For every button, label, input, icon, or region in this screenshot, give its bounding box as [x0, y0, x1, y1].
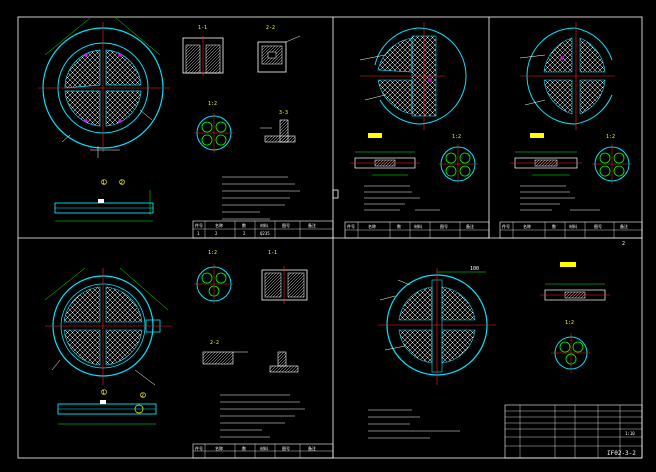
title-cell: 材料 — [260, 445, 268, 451]
round-plate-view — [44, 267, 172, 386]
title-cell: 件号 — [195, 445, 203, 451]
section-label: 2-2 — [266, 25, 275, 31]
title-cell: 图号 — [282, 445, 290, 451]
side-elevation-strip: 1 2 — [54, 179, 154, 222]
section-1-2-view: 1:2 — [551, 320, 591, 373]
page-marker: 2 — [622, 241, 625, 247]
technical-notes — [368, 409, 460, 439]
section-1-2-view: 1:2 — [194, 101, 234, 153]
title-cell: 材料 — [260, 222, 268, 228]
title-block: 件号 名称 数 材料 图号 备注 1 2 2 Q235 — [192, 220, 334, 239]
section-label: 1-1 — [198, 25, 207, 31]
section-view-strip — [350, 133, 420, 176]
technical-notes — [220, 394, 305, 438]
title-cell: 1 — [197, 231, 200, 236]
section-2-2-view: 2-2 — [257, 25, 301, 73]
balloon-2: 2 — [141, 393, 144, 399]
section-1-1-view: 1-1 — [182, 25, 224, 76]
technical-notes — [520, 185, 600, 211]
technical-notes — [364, 185, 440, 211]
title-cell: 件号 — [347, 223, 355, 229]
title-cell: 数 — [397, 223, 401, 229]
title-cell: 2 — [243, 231, 246, 236]
half-plate-view — [519, 22, 615, 130]
section-label: 1:2 — [208, 101, 217, 107]
section-label: 1:2 — [452, 134, 461, 140]
title-block: 件号 名称 数 材料 图号 备注 — [499, 221, 643, 239]
section-view-strip — [540, 262, 610, 301]
title-cell: 件号 — [502, 223, 510, 229]
title-block: 件号 名称 数 材料 图号 备注 — [344, 221, 490, 239]
balloon-2: 2 — [120, 180, 123, 186]
balloon-1: 1 — [102, 180, 105, 186]
technical-notes — [222, 176, 300, 220]
sheet-top-right: 1:2 件号 名称 数 材料 — [499, 22, 643, 239]
title-block: 件号 名称 数 材料 图号 备注 — [192, 443, 334, 459]
title-cell: 备注 — [308, 222, 316, 228]
section-2-2-view: 2-2 — [202, 340, 299, 373]
section-label: 1:2 — [565, 320, 574, 326]
title-block: IF02-3-2 1:10 — [504, 404, 643, 459]
sheet-bottom-right: 100 1:2 — [368, 262, 643, 459]
title-cell: 件号 — [195, 222, 203, 228]
title-cell: 图号 — [594, 223, 602, 229]
title-cell: 名称 — [215, 445, 223, 451]
section-label: 3-3 — [279, 110, 288, 116]
title-cell: 备注 — [308, 445, 316, 451]
drawing-number: IF02-3-2 — [607, 450, 636, 457]
title-cell: 图号 — [282, 222, 290, 228]
title-cell: 备注 — [466, 223, 474, 229]
section-label: 1-1 — [268, 250, 277, 256]
sheet-bottom-left: 1 2 1:2 1-1 2-2 — [44, 250, 334, 459]
title-cell: 材料 — [569, 223, 577, 229]
title-cell: 材料 — [414, 223, 422, 229]
title-cell: 名称 — [368, 223, 376, 229]
sheet-top-left: 1 2 1-1 2-2 1:2 3-3 — [38, 17, 334, 239]
sheet-top-middle: 1:2 件号 名称 数 材料 — [344, 22, 490, 239]
section-1-2-view: 1:2 — [438, 134, 478, 184]
side-elevation-strip: 1 2 — [57, 389, 157, 425]
title-cell: 2 — [215, 231, 218, 236]
title-cell: 图号 — [440, 223, 448, 229]
section-label: 2-2 — [210, 340, 219, 346]
section-1-2-view: 1:2 — [592, 134, 632, 184]
title-cell: 名称 — [215, 222, 223, 228]
title-cell: 备注 — [620, 223, 628, 229]
section-1-1-view: 1-1 — [261, 250, 308, 304]
round-plate-view — [38, 17, 170, 158]
title-cell: Q235 — [260, 231, 270, 236]
scale: 1:10 — [625, 431, 635, 436]
section-view-strip — [510, 133, 582, 176]
title-cell: 数 — [242, 222, 246, 228]
section-label: 1:2 — [606, 134, 615, 140]
section-label: 1:2 — [208, 250, 217, 256]
title-cell: 数 — [552, 223, 556, 229]
half-plate-view — [359, 22, 467, 130]
section-3-3-view: 3-3 — [260, 110, 296, 143]
title-cell: 名称 — [523, 223, 531, 229]
round-plate-view: 100 — [378, 266, 496, 385]
balloon-1: 1 — [102, 390, 105, 396]
dimension-label: 100 — [470, 266, 479, 272]
section-1-2-view: 1:2 — [194, 250, 234, 304]
title-cell: 数 — [242, 445, 246, 451]
